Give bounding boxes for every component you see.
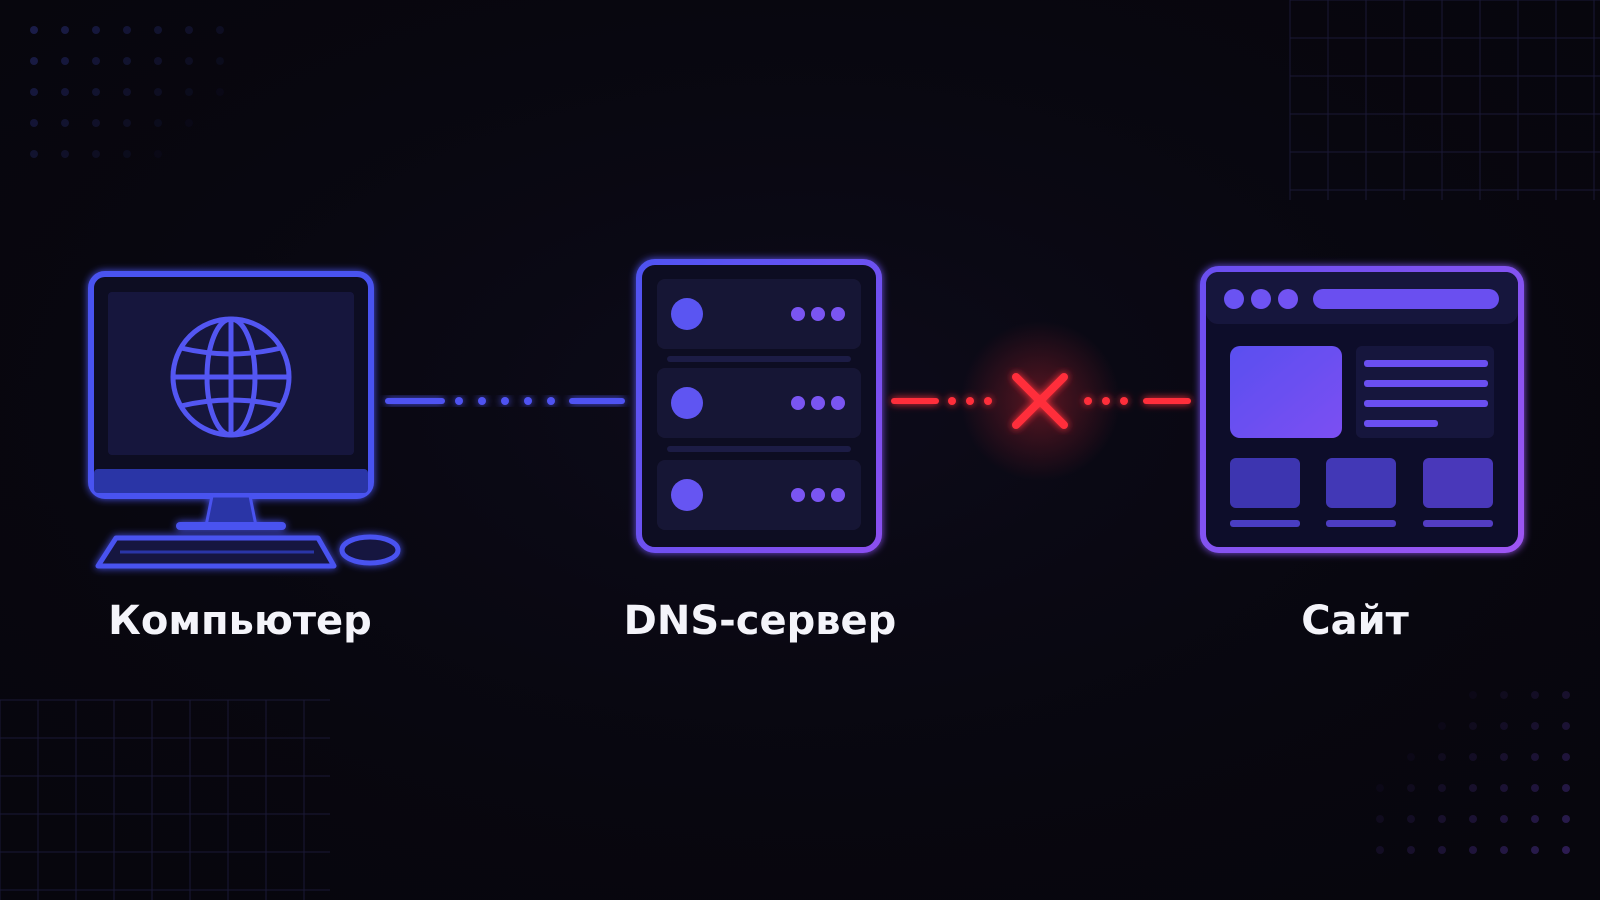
background-dot <box>1376 815 1384 823</box>
site-label: Сайт <box>1301 598 1409 644</box>
background-dot <box>1469 691 1477 699</box>
background-dot <box>123 88 131 96</box>
background-dot <box>216 57 224 65</box>
background-dot <box>1531 753 1539 761</box>
background-grid-top-right <box>1289 0 1600 200</box>
background-dot <box>92 88 100 96</box>
background-dot <box>1500 722 1508 730</box>
background-dots-bottom-right <box>1376 691 1570 854</box>
background-dot <box>1407 815 1415 823</box>
background-dot <box>1438 722 1446 730</box>
background-dot <box>1500 815 1508 823</box>
background-dot <box>123 57 131 65</box>
background-dot <box>1531 722 1539 730</box>
background-dot <box>154 119 162 127</box>
background-dot <box>1562 815 1570 823</box>
background-dot <box>1531 815 1539 823</box>
background-dot <box>185 57 193 65</box>
background-dot <box>30 150 38 158</box>
link-computer-to-dns <box>385 397 625 405</box>
background-dot <box>1469 846 1477 854</box>
background-dot <box>1500 784 1508 792</box>
background-dot <box>30 88 38 96</box>
background-dot <box>154 88 162 96</box>
background-dot <box>1407 784 1415 792</box>
background-dot <box>92 57 100 65</box>
background-dot <box>30 57 38 65</box>
background-dot <box>1469 815 1477 823</box>
cross-icon <box>1012 373 1068 429</box>
background-dot <box>1407 753 1415 761</box>
background-dot <box>216 26 224 34</box>
dns-server-label: DNS-сервер <box>623 598 897 644</box>
background-dot <box>154 150 162 158</box>
background-dot <box>1562 784 1570 792</box>
website-browser-window-icon <box>1200 266 1524 553</box>
background-dot <box>92 119 100 127</box>
background-dot <box>216 88 224 96</box>
background-dot <box>61 57 69 65</box>
background-dot <box>1438 815 1446 823</box>
link-dns-to-site <box>891 321 1191 481</box>
background-dot <box>1500 753 1508 761</box>
background-dot <box>1562 846 1570 854</box>
background-dot <box>61 150 69 158</box>
background-dot <box>1500 691 1508 699</box>
background-dot <box>92 150 100 158</box>
background-dot <box>1376 784 1384 792</box>
background-grid-bottom-left <box>0 699 330 900</box>
desktop-computer-globe-icon <box>88 271 401 569</box>
background-dot <box>123 119 131 127</box>
background-dot <box>1438 753 1446 761</box>
background-dot <box>1562 753 1570 761</box>
background-dot <box>1500 846 1508 854</box>
background-dot <box>1469 753 1477 761</box>
background-dot <box>1469 784 1477 792</box>
background-dot <box>1438 846 1446 854</box>
background-dots-top-left <box>30 26 224 158</box>
background-dot <box>30 26 38 34</box>
background-dot <box>61 26 69 34</box>
background-dot <box>1531 784 1539 792</box>
background-dot <box>1562 722 1570 730</box>
background-dot <box>123 150 131 158</box>
server-rack-icon <box>636 259 882 553</box>
background-dot <box>61 88 69 96</box>
background-dot <box>185 26 193 34</box>
background-dot <box>185 119 193 127</box>
background-dot <box>1438 784 1446 792</box>
background-dot <box>61 119 69 127</box>
computer-label: Компьютер <box>108 598 372 644</box>
background-dot <box>1562 691 1570 699</box>
background-dot <box>154 57 162 65</box>
background-dot <box>92 26 100 34</box>
background-dot <box>1407 846 1415 854</box>
background-dot <box>1531 691 1539 699</box>
background-dot <box>1531 846 1539 854</box>
background-dot <box>154 26 162 34</box>
background-dot <box>123 26 131 34</box>
background-dot <box>1376 846 1384 854</box>
background-dot <box>1469 722 1477 730</box>
background-dot <box>185 88 193 96</box>
background-dot <box>30 119 38 127</box>
globe-icon <box>170 316 292 438</box>
